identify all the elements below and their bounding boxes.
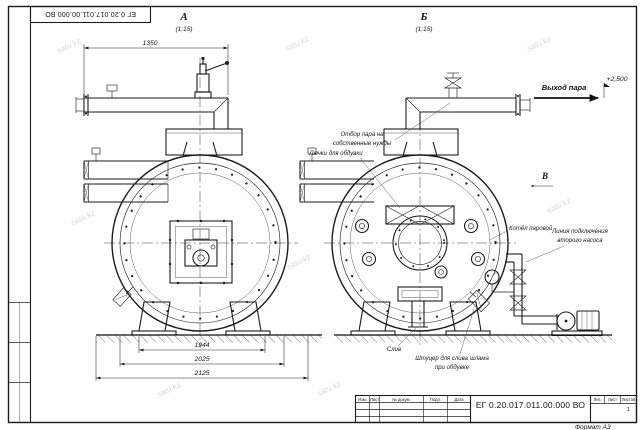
annotation-own-needs-line2: собственные нужды [333, 141, 392, 147]
annotation-sludge-line2: при обдувке [435, 365, 470, 371]
annotation-own-needs-line1: Отбор пара на [341, 132, 385, 138]
annotation-pump-line2: второго насоса [557, 238, 603, 244]
dim-base-width: 2025 [119, 336, 285, 367]
feed-piping [484, 253, 557, 325]
steam-pipe-b [405, 94, 531, 129]
view-b-label: Б [420, 11, 428, 23]
title-block: Изм. Лист № докум. Подп. Дата ЕГ 0.20.01… [354, 394, 638, 424]
valve-icon [509, 269, 527, 285]
title-col-podp: Подп. [430, 397, 441, 402]
dim-overall-width: 2125 [95, 336, 309, 381]
format-label: Формат А3 [575, 424, 611, 430]
annotation-sludge-line1: Штуцер для слива шлама [415, 356, 489, 362]
feed-pump [551, 310, 603, 337]
annotation-boiler-label: Котёл паровой [509, 225, 553, 232]
view-a-scale: (1:15) [176, 26, 193, 33]
annotation-blow-hatches: Лючки для обдувки [308, 151, 401, 209]
dim-1350-label: 1350 [142, 40, 157, 47]
dim-2125-label: 2125 [193, 370, 209, 377]
blow-hatch-bottom [397, 286, 443, 328]
steam-outlet-callout: Выход пара +2,500 [534, 76, 628, 102]
sludge-fitting [467, 289, 491, 313]
flange-bolt-ring [123, 166, 277, 320]
furnace-door [168, 219, 234, 285]
dim-2025-label: 2025 [193, 356, 209, 363]
dim-pipe-overhang: 1350 [83, 40, 229, 95]
corner-stamp: ЕГ 0.20.017.011.00.000 ВО [45, 10, 136, 17]
title-col-izm: Изм. [358, 397, 367, 402]
own-needs-valve [443, 72, 463, 98]
side-headers-a [83, 147, 169, 203]
view-b-scale: (1:15) [416, 26, 433, 33]
view-a: А (1:15) [75, 11, 322, 348]
title-col-docnum: № докум. [392, 397, 410, 402]
flange-bolt-ring [343, 166, 497, 320]
title-sheet-label: Лист [608, 397, 617, 402]
drain-fitting-a [112, 286, 134, 307]
ground-a [96, 334, 322, 343]
title-col-list: Лист [370, 397, 379, 402]
view-b: Б (1:15) [299, 11, 628, 371]
annotation-drain-label: Слив [387, 347, 401, 353]
annotation-own-needs: Отбор пара на собственные нужды [333, 102, 451, 147]
safety-valve [194, 56, 229, 99]
annotation-second-pump: Линия подключения второго насоса [525, 229, 609, 263]
title-sheets-label: Листов [622, 397, 636, 402]
view-a-label: А [179, 11, 187, 23]
inspection-ports [354, 218, 486, 279]
title-sheets-value: 1 [627, 407, 630, 413]
sheet-frame [7, 5, 638, 424]
annotation-steam-outlet: Выход пара [542, 83, 587, 92]
door-bolts [168, 219, 234, 285]
dim-1944-label: 1944 [194, 342, 209, 349]
side-headers-b [299, 147, 374, 203]
blow-hatch-top [385, 205, 455, 225]
annotation-sludge: Штуцер для слива шлама при обдувке [415, 308, 489, 371]
level-mark-icon [604, 83, 610, 87]
title-lit-label: Лит. [594, 397, 602, 402]
annotation-boiler: Котёл паровой [489, 225, 553, 241]
annotation-pump-line1: Линия подключения [551, 229, 608, 235]
title-doc-number: ЕГ 0.20.017.011.00.000 ВО [476, 400, 586, 410]
steam-drum-b [383, 128, 459, 157]
stamp-doc-number: ЕГ 0.20.017.011.00.000 ВО [45, 10, 136, 17]
dimensions: 1350 1944 2025 2125 [83, 40, 309, 381]
title-col-data: Дата [454, 397, 464, 402]
pressure-gauge-icon [484, 269, 514, 293]
steam-drum-a [165, 128, 243, 157]
annotation-level-mark: +2,500 [607, 76, 628, 83]
manhole [392, 215, 448, 271]
annotation-drain: Слив [387, 327, 417, 353]
view-v-label: В [541, 171, 548, 181]
view-v-marker: В [530, 171, 553, 188]
dim-support-span: 1944 [138, 336, 266, 353]
ground-b [334, 334, 612, 343]
steam-pipe-a [75, 84, 229, 129]
annotation-blow-hatches-label: Лючки для обдувки [308, 151, 363, 157]
valve-icon [509, 295, 527, 311]
